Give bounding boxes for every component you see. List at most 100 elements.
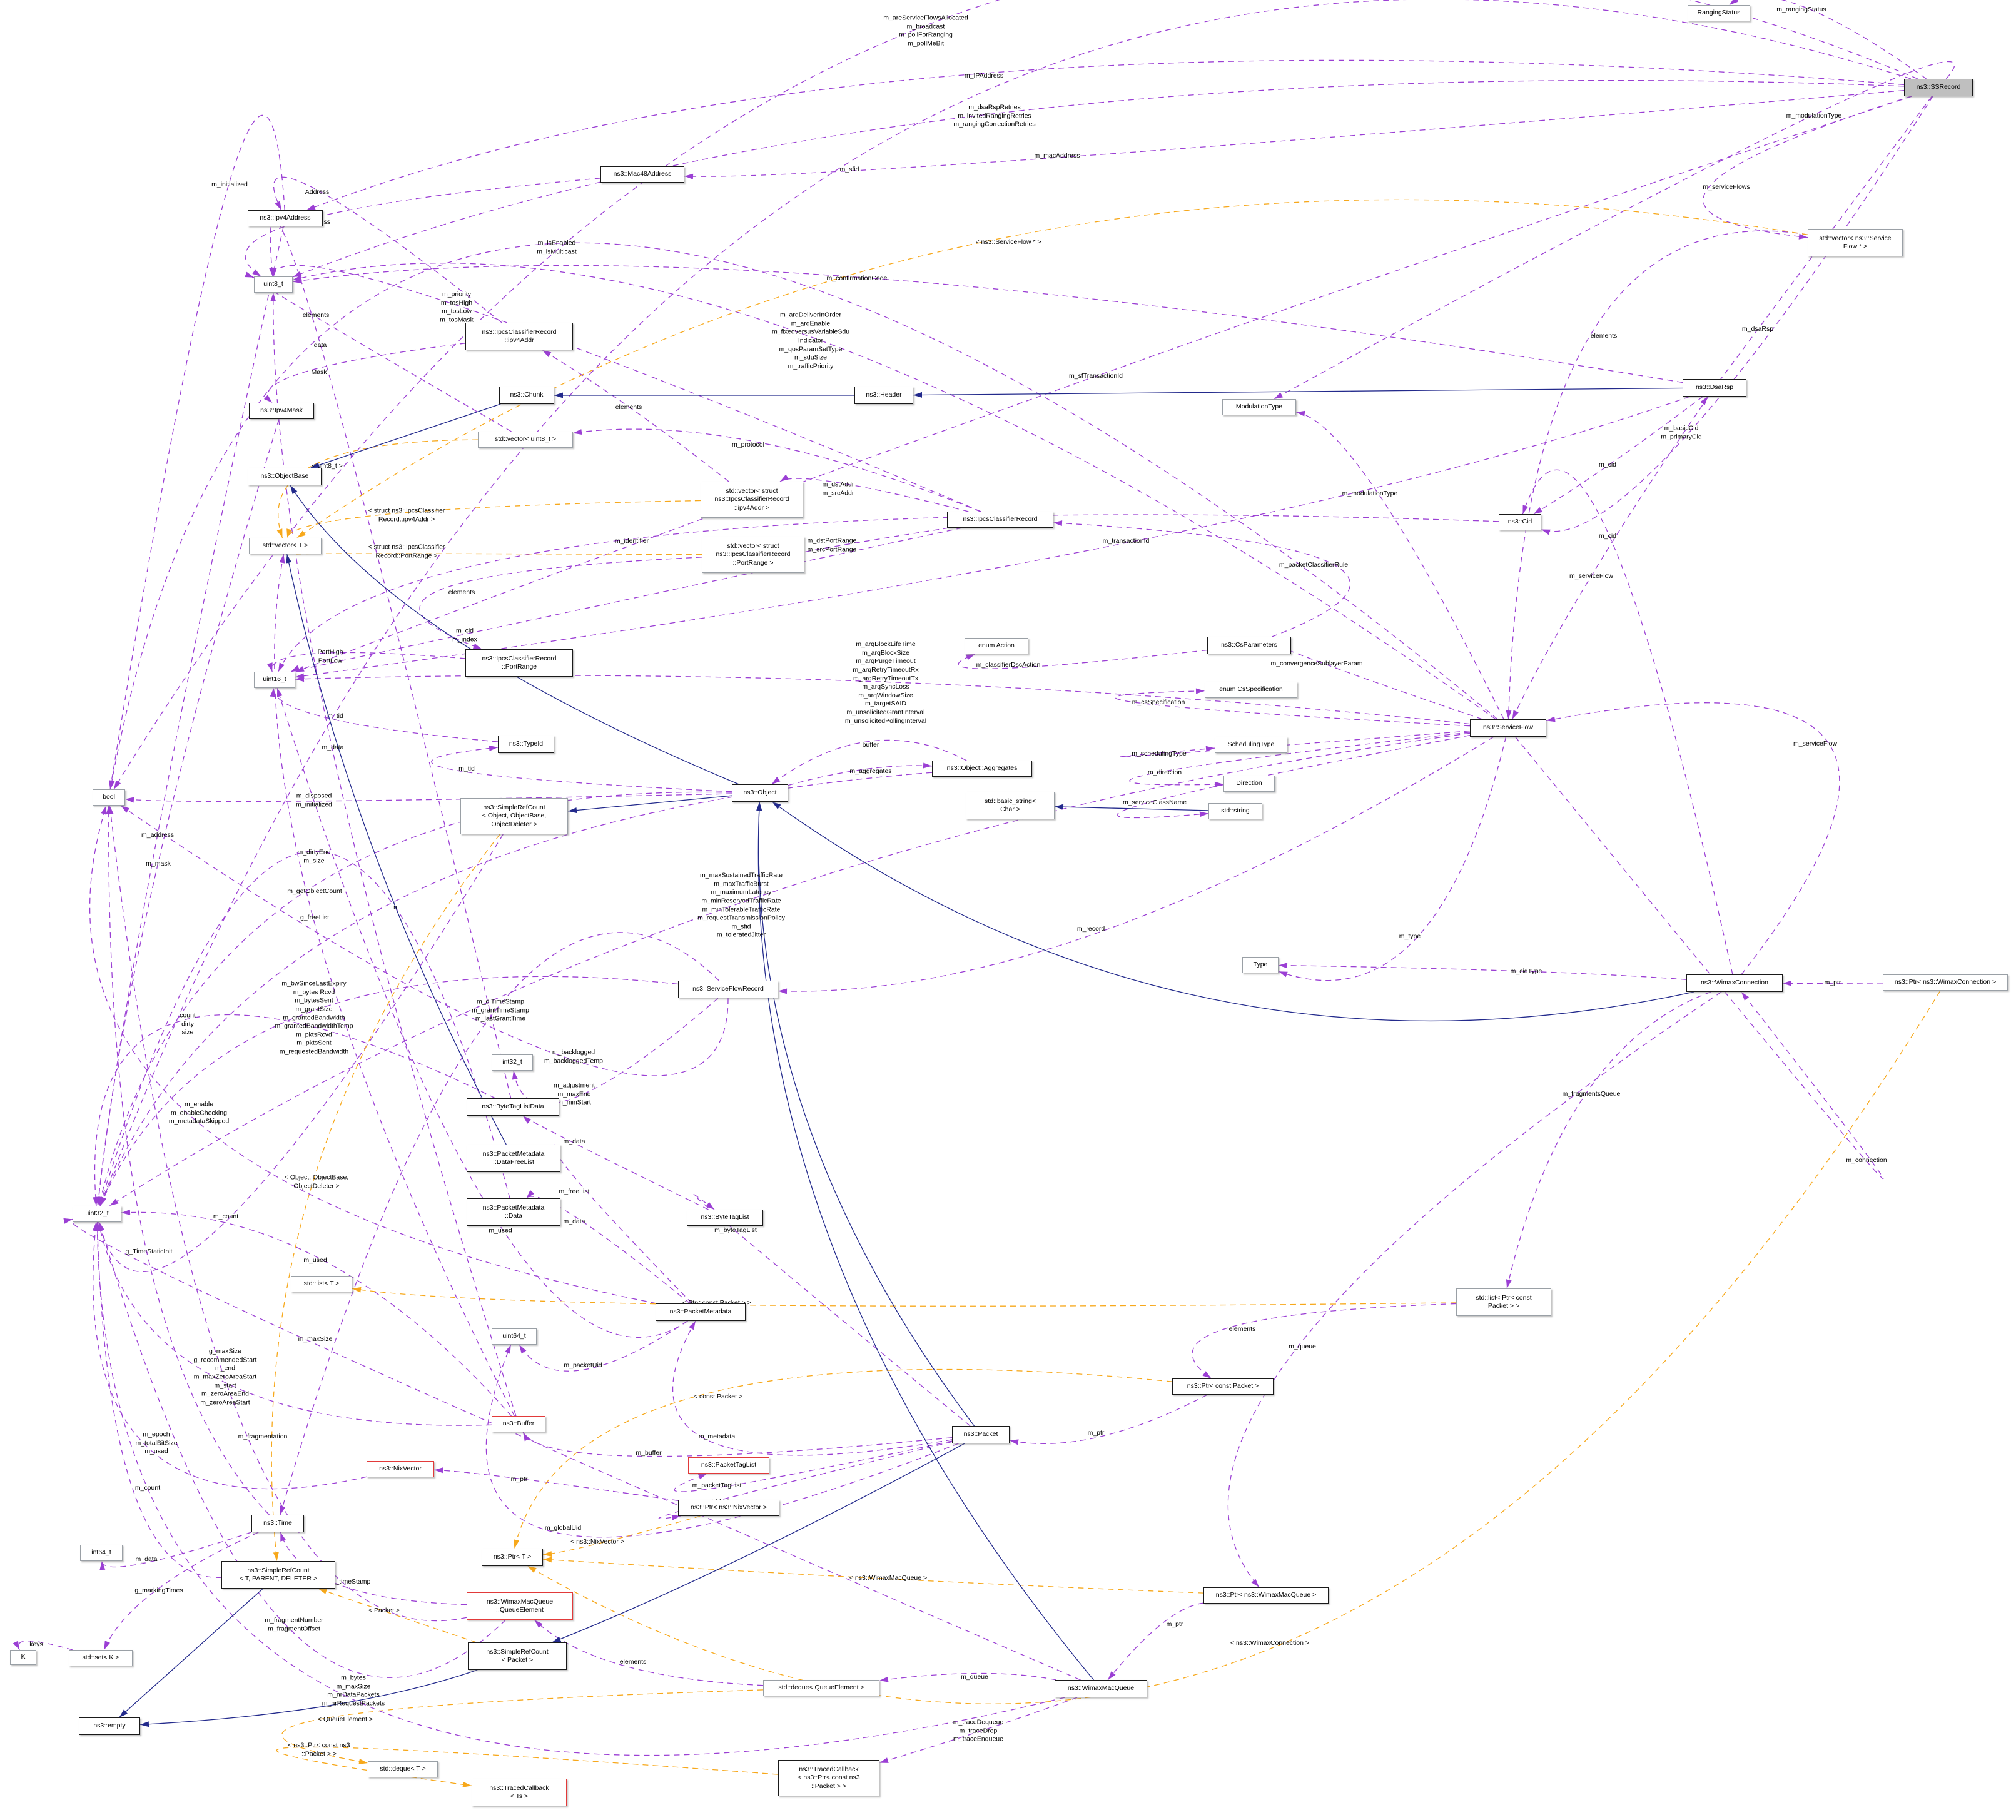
- node-list_ptr_packet[interactable]: std::list< Ptr< const Packet > >: [1456, 1288, 1551, 1316]
- node-dfl[interactable]: ns3::PacketMetadata ::DataFreeList: [467, 1145, 560, 1172]
- node-ipcsrecord[interactable]: ns3::IpcsClassifierRecord: [947, 512, 1053, 528]
- arrowhead-buffer-vector_t: [279, 554, 285, 564]
- arrowhead-wimaxmacqueue-uint32: [63, 1218, 73, 1224]
- edge-qe-uint32: [99, 1221, 506, 1678]
- node-packet[interactable]: ns3::Packet: [952, 1426, 1010, 1443]
- edge-wimaxmacqueue-deque_qe: [879, 1672, 1056, 1681]
- arrowhead-vec_sf-serviceflow: [1506, 710, 1512, 719]
- node-modtype[interactable]: ModulationType: [1222, 399, 1296, 415]
- edge-sfrecord-bool: [120, 805, 729, 1076]
- arrowhead-csparams-ipcsrecord: [1053, 520, 1063, 527]
- node-ptr_nix[interactable]: ns3::Ptr< ns3::NixVector >: [678, 1500, 779, 1516]
- node-ptr_t[interactable]: ns3::Ptr< T >: [482, 1549, 543, 1566]
- node-src_object[interactable]: ns3::SimpleRefCount < Object, ObjectBase…: [460, 798, 568, 834]
- node-deque_qe[interactable]: std::deque< QueueElement >: [763, 1680, 879, 1696]
- arrowhead-dsarsp-header: [913, 392, 922, 398]
- node-portrange_struct[interactable]: ns3::IpcsClassifierRecord ::PortRange: [465, 649, 573, 677]
- node-buffer[interactable]: ns3::Buffer: [492, 1416, 545, 1432]
- node-wimaxconn[interactable]: ns3::WimaxConnection: [1686, 974, 1783, 992]
- node-btl[interactable]: ns3::ByteTagList: [687, 1210, 763, 1226]
- edge-packetmeta-uint64: [519, 1320, 688, 1372]
- node-direction[interactable]: Direction: [1223, 776, 1275, 792]
- node-type[interactable]: Type: [1242, 957, 1279, 973]
- node-pmdata[interactable]: ns3::PacketMetadata ::Data: [467, 1198, 560, 1226]
- node-time[interactable]: ns3::Time: [251, 1515, 304, 1532]
- node-vec_sf[interactable]: std::vector< ns3::Service Flow * >: [1808, 229, 1903, 256]
- node-vec_portrange[interactable]: std::vector< struct ns3::IpcsClassifierR…: [702, 537, 804, 573]
- node-sfrecord[interactable]: ns3::ServiceFlowRecord: [678, 981, 778, 998]
- node-uint32[interactable]: uint32_t: [73, 1206, 121, 1222]
- node-list_t[interactable]: std::list< T >: [291, 1276, 352, 1292]
- node-nixvector[interactable]: ns3::NixVector: [367, 1461, 434, 1477]
- edge-serviceflow-stdstring: [1117, 734, 1471, 819]
- node-basicstring[interactable]: std::basic_string< Char >: [966, 792, 1055, 819]
- node-vec_ipv4addr[interactable]: std::vector< struct ns3::IpcsClassifierR…: [701, 482, 803, 518]
- node-dsarsp[interactable]: ns3::DsaRsp: [1683, 379, 1746, 397]
- arrowhead-serviceflow-wimaxconn: [1741, 992, 1750, 1001]
- arrowhead-ptr_wmq-wimaxmacqueue: [1108, 1671, 1116, 1680]
- edge-object-bool: [124, 793, 732, 802]
- arrowhead-qe-bool: [108, 806, 114, 815]
- node-csparams[interactable]: ns3::CsParameters: [1207, 637, 1291, 654]
- node-ssrecord[interactable]: ns3::SSRecord: [1904, 79, 1973, 96]
- node-enumaction[interactable]: enum Action: [965, 638, 1028, 654]
- node-rangingstatus[interactable]: RangingStatus: [1688, 5, 1750, 21]
- node-bool[interactable]: bool: [93, 789, 125, 806]
- edge-ipcsrecord-vec_portrange: [802, 527, 950, 554]
- node-ptl[interactable]: ns3::PacketTagList: [688, 1457, 769, 1474]
- node-object[interactable]: ns3::Object: [732, 784, 788, 802]
- arrowhead-ssrecord-cid: [1541, 529, 1551, 535]
- arrowhead-object-typeid: [489, 745, 498, 751]
- node-packetmeta[interactable]: ns3::PacketMetadata: [656, 1303, 746, 1321]
- node-tc_packet[interactable]: ns3::TracedCallback < ns3::Ptr< const ns…: [778, 1760, 879, 1796]
- node-uint16[interactable]: uint16_t: [254, 672, 295, 688]
- node-aggregates[interactable]: ns3::Object::Aggregates: [932, 761, 1032, 777]
- edge-mac48-uint8: [245, 178, 601, 277]
- node-mac48[interactable]: ns3::Mac48Address: [600, 166, 684, 183]
- node-vector_t[interactable]: std::vector< T >: [249, 538, 322, 554]
- node-deque_t[interactable]: std::deque< T >: [368, 1761, 438, 1777]
- node-empty[interactable]: ns3::empty: [79, 1717, 140, 1735]
- node-header[interactable]: ns3::Header: [854, 387, 913, 404]
- arrowhead-typeid-uint16: [270, 688, 276, 697]
- node-src_packet[interactable]: ns3::SimpleRefCount < Packet >: [468, 1642, 567, 1670]
- node-schedtype[interactable]: SchedulingType: [1215, 737, 1287, 753]
- node-set_k[interactable]: std::set< K >: [69, 1650, 133, 1666]
- node-ipv4addr_struct[interactable]: ns3::IpcsClassifierRecord ::ipv4Addr: [465, 323, 573, 350]
- arrowhead-ssrecord-bool: [113, 780, 121, 789]
- edge-ssrecord-ipv4address: [306, 59, 1905, 211]
- node-int32[interactable]: int32_t: [492, 1054, 533, 1071]
- node-ipv4mask[interactable]: ns3::Ipv4Mask: [249, 403, 314, 419]
- node-csspec[interactable]: enum CsSpecification: [1205, 682, 1297, 698]
- node-ptr_constpacket[interactable]: ns3::Ptr< const Packet >: [1172, 1378, 1274, 1395]
- node-ipv4address[interactable]: ns3::Ipv4Address: [248, 210, 323, 226]
- node-k[interactable]: K: [10, 1650, 36, 1665]
- node-stdstring[interactable]: std::string: [1208, 803, 1262, 819]
- node-src_tpd[interactable]: ns3::SimpleRefCount < T, PARENT, DELETER…: [221, 1561, 335, 1589]
- edge-ssrecord-uint8: [292, 79, 1905, 278]
- arrowhead-time-int64: [99, 1561, 106, 1570]
- node-ptr_wimaxconn[interactable]: ns3::Ptr< ns3::WimaxConnection >: [1883, 974, 2008, 991]
- node-ptr_wmq[interactable]: ns3::Ptr< ns3::WimaxMacQueue >: [1203, 1587, 1329, 1604]
- node-wimaxmacqueue[interactable]: ns3::WimaxMacQueue: [1055, 1680, 1147, 1697]
- node-uint8[interactable]: uint8_t: [254, 276, 293, 293]
- node-typeid[interactable]: ns3::TypeId: [498, 736, 554, 753]
- node-objectbase[interactable]: ns3::ObjectBase: [248, 468, 322, 485]
- arrowhead-ssrecord-uint8: [293, 271, 302, 277]
- node-chunk[interactable]: ns3::Chunk: [499, 387, 554, 404]
- edge-wimaxconn-type: [1278, 964, 1687, 980]
- node-vec_uint8[interactable]: std::vector< uint8_t >: [478, 432, 573, 448]
- edge-deque_qe-qe: [534, 1619, 764, 1686]
- node-qe[interactable]: ns3::WimaxMacQueue ::QueueElement: [467, 1592, 573, 1620]
- node-cid[interactable]: ns3::Cid: [1499, 514, 1541, 530]
- node-tc_ts[interactable]: ns3::TracedCallback < Ts >: [472, 1779, 567, 1806]
- node-serviceflow[interactable]: ns3::ServiceFlow: [1470, 719, 1546, 737]
- node-uint64[interactable]: uint64_t: [492, 1328, 537, 1345]
- arrowhead-ssrecord-rangingstatus: [1729, 0, 1738, 5]
- node-btld[interactable]: ns3::ByteTagListData: [467, 1098, 559, 1116]
- edge-cid-uint16: [278, 514, 1499, 672]
- edge-time-int64: [101, 1532, 252, 1568]
- edge-dfl-vector_t: [286, 554, 507, 1145]
- edge-sfrecord-time: [280, 932, 720, 1515]
- node-int64[interactable]: int64_t: [80, 1545, 123, 1561]
